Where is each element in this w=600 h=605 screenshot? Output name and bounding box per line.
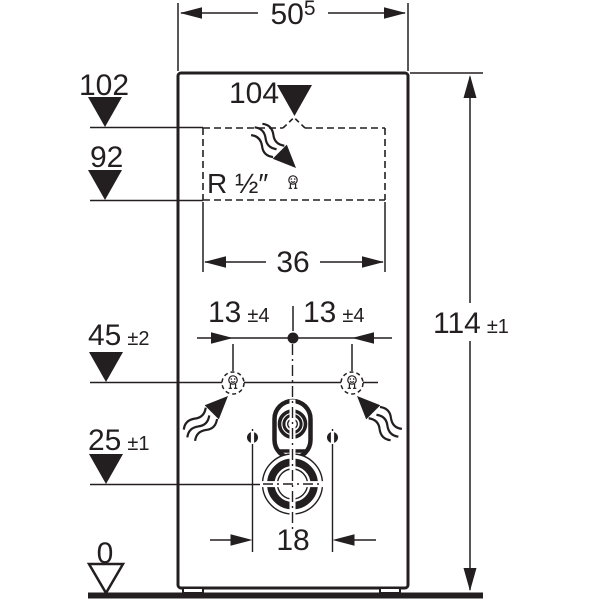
- level-triangle-icon: [89, 454, 123, 484]
- dim-overall-height: 114±1: [410, 72, 509, 591]
- water-connections: [178, 371, 408, 447]
- arrowhead-right-icon: [211, 332, 233, 344]
- level-104-label: 104: [229, 77, 279, 110]
- level-marker-0: 0: [86, 537, 126, 596]
- offset-left-label: 13±4: [208, 296, 269, 329]
- panel-foot-right: [379, 587, 401, 594]
- level-marker-104: 104: [229, 77, 312, 116]
- arrowhead-up-icon: [463, 75, 477, 98]
- level-triangle-icon: [88, 97, 122, 127]
- floor-triangle-icon: [86, 562, 126, 596]
- floor-line: [88, 592, 483, 599]
- fastening-dot-slit: [330, 431, 335, 444]
- dim-outlet-18: 18: [210, 524, 376, 557]
- arrowhead-down-icon: [463, 568, 477, 591]
- thread-size-label: R ½″: [207, 168, 268, 199]
- level-triangle-icon: [89, 352, 123, 382]
- level-marker-25: 25±1: [88, 424, 260, 486]
- level-92-label: 92: [90, 141, 123, 174]
- overall-width-label: 505: [270, 0, 315, 31]
- center-reference-dot: [287, 332, 299, 344]
- box-width-label: 36: [276, 246, 309, 279]
- panel-foot-left: [182, 587, 204, 594]
- level-marker-45: 45±2: [88, 319, 378, 384]
- arrowhead-right-icon: [384, 7, 406, 19]
- arrowhead-left-icon: [180, 7, 202, 19]
- level-triangle-icon: [277, 85, 312, 116]
- outlet-width-label: 18: [276, 524, 309, 557]
- arrowhead-right-icon: [230, 534, 253, 546]
- level-marker-102: 102: [79, 69, 203, 129]
- arrowhead-left-icon: [352, 332, 374, 344]
- level-0-label: 0: [97, 537, 114, 570]
- offset-right-label: 13±4: [303, 296, 364, 329]
- fastening-dot-slit: [250, 431, 255, 444]
- connection-circle-left: [221, 371, 245, 395]
- arrowhead-right-icon: [362, 256, 384, 268]
- arrowhead-left-icon: [332, 534, 355, 546]
- level-marker-92: 92: [88, 141, 203, 202]
- drain-assembly: [247, 344, 338, 552]
- level-triangle-icon: [88, 170, 122, 200]
- dim-overall-width: 505: [177, 0, 409, 71]
- connection-circle-right: [340, 371, 364, 395]
- level-25-label: 25±1: [88, 424, 149, 457]
- dim-box-width-36: 36: [202, 202, 386, 279]
- overall-height-label: 114±1: [433, 307, 509, 340]
- level-102-label: 102: [79, 69, 129, 102]
- arrowhead-left-icon: [204, 256, 226, 268]
- supply-box-contents: R ½″: [207, 118, 305, 199]
- dim-offsets-13: 13±4 13±4: [197, 296, 392, 371]
- level-45-label: 45±2: [88, 319, 149, 352]
